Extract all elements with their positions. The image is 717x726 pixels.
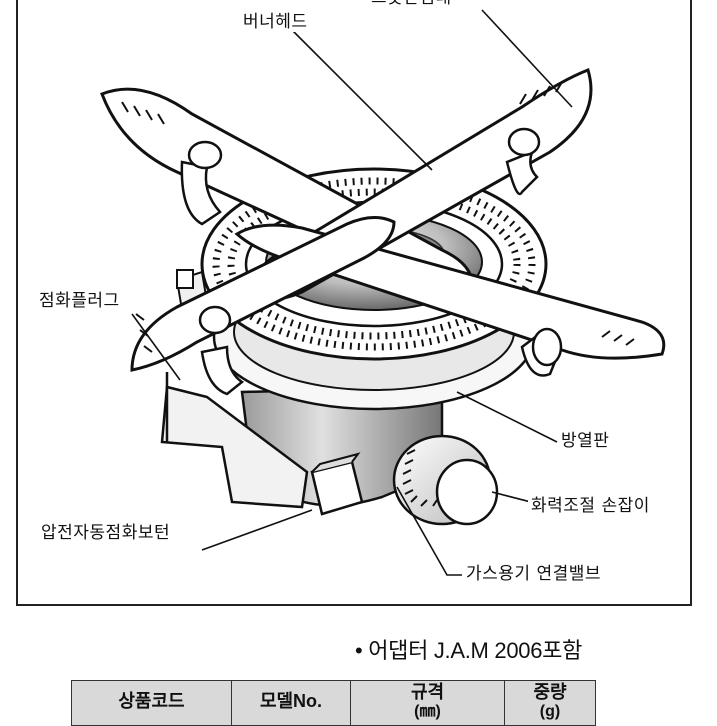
piezo-ignition-button-label: 압전자동점화보턴 [38,523,174,543]
spec-table: 상품코드 모델No. 규격 (㎜) 중량 (g) [71,680,596,726]
header-weight-unit: (g) [539,703,561,720]
valve-body [160,372,444,509]
stove-illustration [100,9,666,576]
header-dimensions-unit: (㎜) [414,703,441,720]
header-weight-label: 중량 [533,682,567,702]
header-model-no-label: 모델No. [259,691,323,711]
header-dimensions: 규격 (㎜) [350,680,505,726]
burner-head-label: 버너헤드 [240,12,311,32]
header-product-code-label: 상품코드 [118,691,185,711]
header-model-no: 모델No. [231,680,351,726]
canister-valve-label: 가스용기 연결밸브 [463,564,605,584]
trivet-label: 그릇받침대 [368,0,455,8]
diagram-frame: 그릇받침대 버너헤드 점화플러그 방열판 화력조절 손잡이 압전자동점화보턴 가… [16,0,692,606]
flame-control-knob-label: 화력조절 손잡이 [528,496,653,516]
header-weight: 중량 (g) [504,680,596,726]
piezo-button-box [310,452,364,516]
spec-table-header-row: 상품코드 모델No. 규격 (㎜) 중량 (g) [71,680,596,726]
header-product-code: 상품코드 [71,680,232,726]
header-dimensions-label: 규격 [410,682,445,702]
trivet-arms [100,68,666,372]
leader-lines [131,9,573,576]
ignition-plug-label: 점화플러그 [36,291,123,311]
trivet-brackets [180,127,563,396]
heat-shield-label: 방열판 [558,431,613,451]
flame-control-knob [392,434,499,526]
adapter-note: • 어댑터 J.A.M 2006포함 [355,638,583,663]
